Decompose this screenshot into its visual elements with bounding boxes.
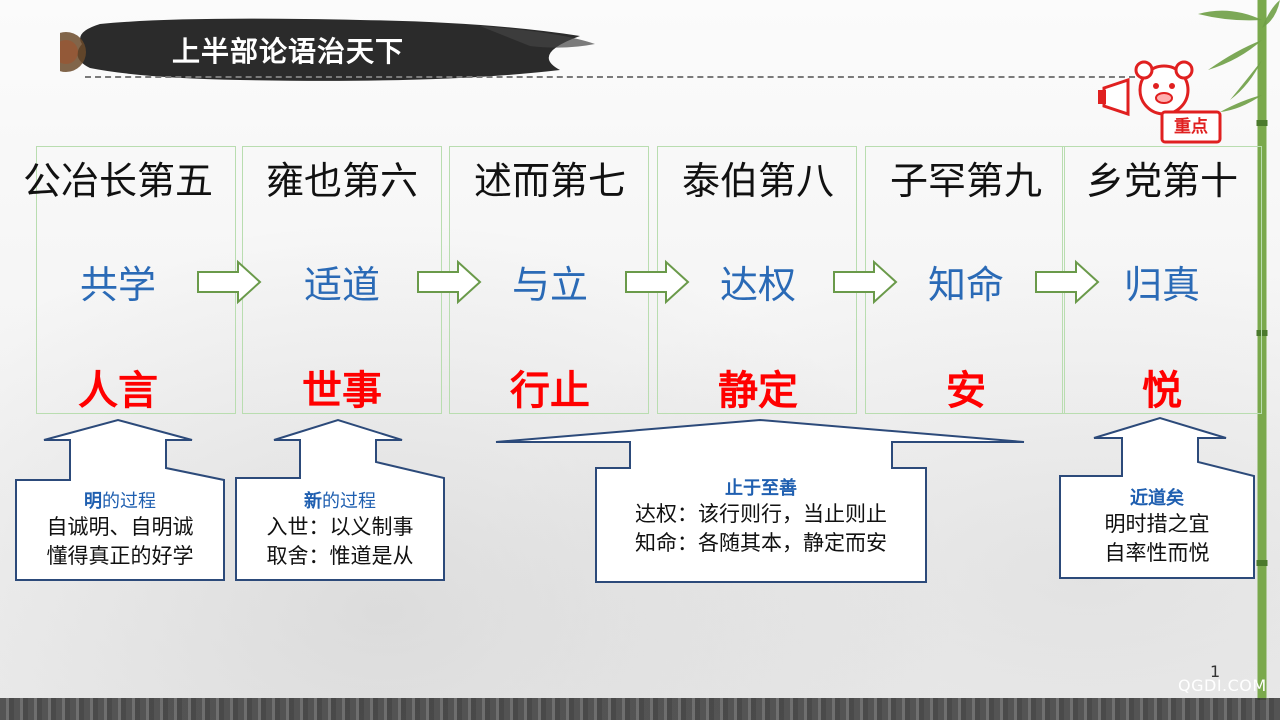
flow-arrow-icon	[197, 259, 262, 305]
chapter-title: 述而第七	[473, 159, 626, 203]
bottom-border	[0, 698, 1280, 720]
chapter-title: 雍也第六	[265, 159, 418, 203]
flow-arrow-icon	[417, 259, 482, 305]
callout-heading: 明的过程	[84, 491, 156, 512]
flow-arrow-icon	[1035, 259, 1100, 305]
chapter-keyword: 安	[946, 368, 986, 414]
chapter-theme: 知命	[927, 263, 1004, 307]
chapter-title: 公冶长第五	[22, 159, 213, 203]
chapter-keyword: 悦	[1142, 368, 1182, 414]
flow-arrow-icon	[833, 259, 898, 305]
callout-2: 新的过程 入世：以义制事 取舍：惟道是从	[236, 487, 444, 571]
watermark: QGDI.COM	[1178, 676, 1267, 695]
callout-line: 入世：以义制事	[266, 515, 414, 539]
callout-line: 明时措之宜	[1104, 512, 1210, 536]
callout-heading: 近道矣	[1130, 488, 1184, 509]
callout-line: 自率性而悦	[1104, 541, 1210, 565]
slide-title: 上半部论语治天下	[172, 35, 405, 68]
callout-shape	[1059, 416, 1255, 579]
callout-heading: 止于至善	[725, 478, 797, 499]
chapter-theme: 与立	[511, 263, 588, 307]
callout-line: 取舍：惟道是从	[266, 544, 414, 568]
key-point-badge-icon	[1098, 60, 1222, 144]
callout-3: 止于至善 达权：该行则行，当止则止 知命：各随其本，静定而安	[596, 474, 926, 558]
chapter-title: 乡党第十	[1085, 159, 1238, 203]
page-number: 1	[1210, 662, 1221, 681]
bamboo-decoration	[1198, 0, 1280, 700]
callout-shape	[15, 418, 225, 581]
chapter-theme: 适道	[303, 263, 380, 307]
chapter-theme: 达权	[719, 263, 796, 307]
chapter-theme: 归真	[1123, 263, 1200, 307]
key-point-label: 重点	[1174, 117, 1208, 137]
chapter-keyword: 人言	[78, 368, 158, 414]
chapter-keyword: 静定	[718, 368, 798, 414]
chapter-keyword: 行止	[510, 368, 590, 414]
callout-shape	[235, 418, 445, 581]
callout-shape	[495, 418, 1025, 583]
callout-line: 懂得真正的好学	[46, 544, 194, 568]
callout-heading: 新的过程	[304, 491, 376, 512]
chapter-title: 泰伯第八	[681, 159, 834, 203]
chapter-theme: 共学	[79, 263, 156, 307]
chapter-title: 子罕第九	[889, 159, 1042, 203]
title-brush-stroke	[60, 18, 595, 81]
chapter-keyword: 世事	[302, 368, 382, 414]
callout-1: 明的过程 自诚明、自明诚 懂得真正的好学	[16, 487, 224, 571]
callout-line: 知命：各随其本，静定而安	[635, 531, 887, 555]
title-divider	[85, 76, 1135, 78]
flow-arrow-icon	[625, 259, 690, 305]
callout-line: 达权：该行则行，当止则止	[635, 502, 887, 526]
callout-4: 近道矣 明时措之宜 自率性而悦	[1060, 484, 1254, 568]
callout-line: 自诚明、自明诚	[46, 515, 194, 539]
